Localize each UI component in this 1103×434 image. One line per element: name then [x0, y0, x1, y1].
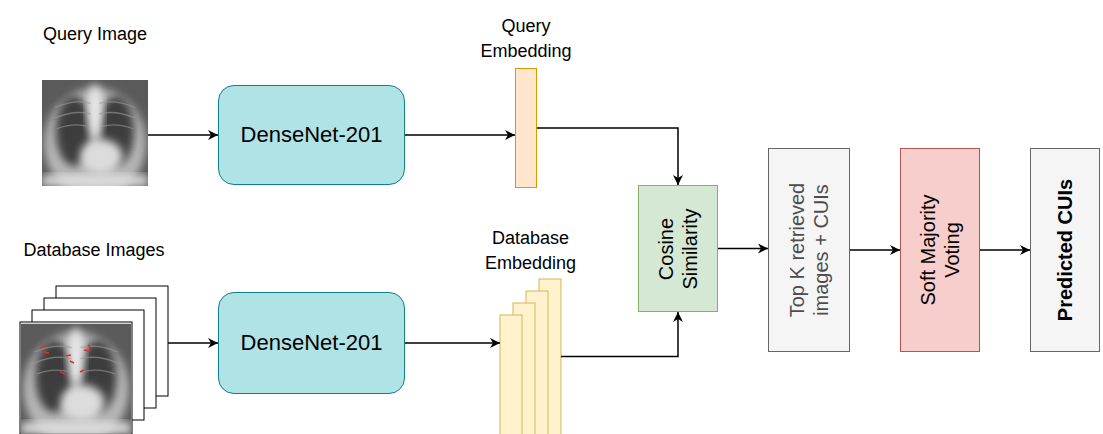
arrow-connector — [980, 249, 1030, 251]
arrow-connector — [718, 248, 768, 250]
process-box: DenseNet-201 — [218, 85, 405, 185]
embedding-bar — [500, 315, 522, 434]
annotation-marks — [40, 345, 91, 374]
process-box: Cosine Similarity — [638, 185, 718, 312]
arrow-connector — [537, 128, 678, 185]
xray-image — [42, 80, 148, 199]
node-text: Cosine Similarity — [654, 191, 702, 306]
process-box: Soft Majority Voting — [900, 148, 980, 352]
node-label: Query Embedding — [471, 14, 581, 63]
node-text: DenseNet-201 — [241, 122, 383, 148]
arrow-connector — [561, 312, 678, 357]
output-box: Predicted CUIs — [1030, 148, 1100, 352]
arrow-connector — [405, 342, 500, 344]
embedding-bar: Query Embedding — [515, 68, 537, 188]
process-box: DenseNet-201 — [218, 292, 405, 394]
image-stack-node: Database Images — [20, 286, 168, 432]
node-label: Database Embedding — [476, 226, 586, 275]
node-text: Predicted CUIs — [1053, 155, 1077, 345]
process-box: Top K retrieved images + CUIs — [768, 148, 850, 352]
node-text: Soft Majority Voting — [916, 175, 964, 325]
node-text: DenseNet-201 — [241, 330, 383, 356]
node-label: Query Image — [43, 22, 147, 46]
node-text: Top K retrieved images + CUIs — [785, 160, 833, 340]
embedding-stack: Database Embedding — [500, 279, 561, 434]
xray-image — [21, 324, 131, 434]
node-label: Database Images — [23, 238, 164, 262]
image-node: Query Image — [42, 80, 148, 186]
arrow-connector — [850, 249, 900, 251]
arrow-connector — [148, 134, 218, 136]
arrow-connector — [168, 342, 218, 344]
arrow-connector — [405, 134, 515, 136]
